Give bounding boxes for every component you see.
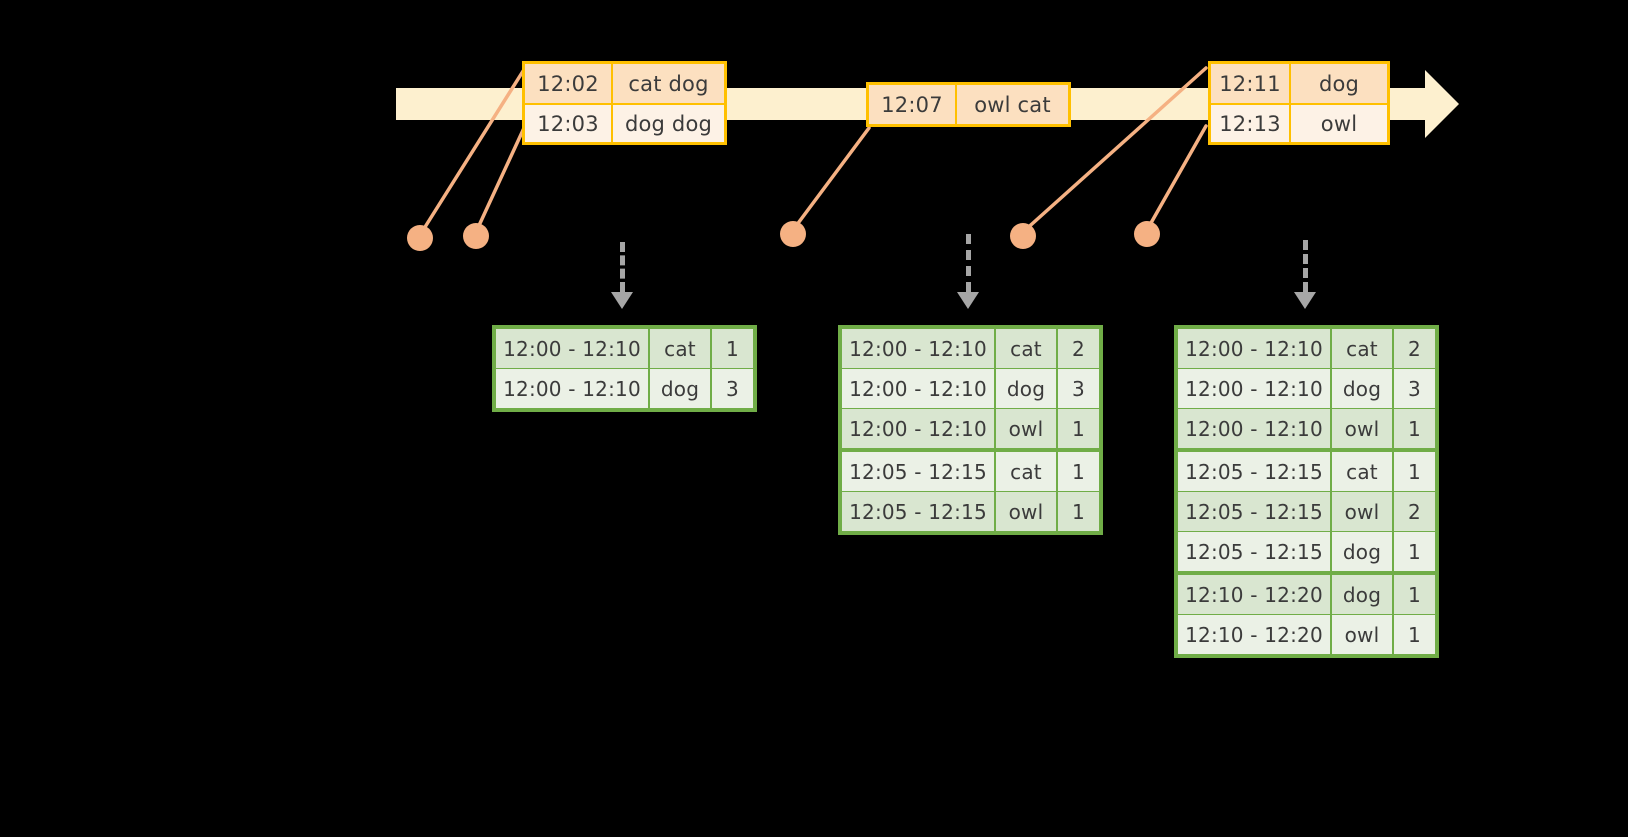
cell-word: owl (1332, 409, 1392, 448)
cell-window: 12:05 - 12:15 (1178, 532, 1330, 571)
cell-count: 1 (1394, 409, 1435, 448)
cell-word: cat (996, 452, 1056, 491)
timeline-event-group-1: 12:02 cat dog 12:03 dog dog (522, 61, 727, 145)
cell-word: owl (996, 492, 1056, 531)
timeline-event-row: 12:03 dog dog (525, 103, 724, 142)
timeline-event-row: 12:13 owl (1211, 103, 1387, 142)
cell-word: owl (996, 409, 1056, 448)
cell-count: 1 (1394, 532, 1435, 571)
cell-window: 12:00 - 12:10 (842, 329, 994, 368)
cell-window: 12:05 - 12:15 (1178, 492, 1330, 531)
cell-word: owl (1332, 615, 1392, 654)
cell-word: dog (1332, 575, 1392, 614)
timeline-event-row: 12:02 cat dog (525, 64, 724, 103)
cell-word: dog (1332, 532, 1392, 571)
cell-window: 12:00 - 12:10 (1178, 329, 1330, 368)
event-words: owl cat (955, 85, 1068, 124)
cell-window: 12:05 - 12:15 (1178, 452, 1330, 491)
event-marker-dot (1010, 223, 1036, 249)
cell-count: 1 (1058, 452, 1099, 491)
event-time: 12:13 (1211, 105, 1289, 142)
cell-count: 2 (1058, 329, 1099, 368)
timeline-arrow-icon (1425, 70, 1459, 138)
cell-word: cat (650, 329, 710, 368)
cell-window: 12:10 - 12:20 (1178, 615, 1330, 654)
cell-window: 12:00 - 12:10 (496, 369, 648, 408)
cell-window: 12:05 - 12:15 (842, 492, 994, 531)
event-words: owl (1289, 105, 1387, 142)
cell-word: dog (1332, 369, 1392, 408)
event-time: 12:07 (869, 85, 955, 124)
event-marker-dot (463, 223, 489, 249)
cell-word: cat (1332, 329, 1392, 368)
timeline-event-group-2: 12:07 owl cat (866, 82, 1071, 127)
cell-window: 12:10 - 12:20 (1178, 575, 1330, 614)
cell-count: 1 (1394, 452, 1435, 491)
event-words: cat dog (611, 64, 724, 103)
cell-count: 2 (1394, 329, 1435, 368)
cell-count: 1 (1394, 575, 1435, 614)
event-marker-dot (407, 225, 433, 251)
event-time: 12:03 (525, 105, 611, 142)
cell-window: 12:00 - 12:10 (1178, 369, 1330, 408)
event-marker-dot (1134, 221, 1160, 247)
timeline-event-row: 12:11 dog (1211, 64, 1387, 103)
cell-count: 1 (1058, 409, 1099, 448)
timeline-event-group-3: 12:11 dog 12:13 owl (1208, 61, 1390, 145)
event-time: 12:11 (1211, 64, 1289, 103)
cell-count: 2 (1394, 492, 1435, 531)
cell-count: 3 (712, 369, 753, 408)
event-time: 12:02 (525, 64, 611, 103)
cell-word: cat (996, 329, 1056, 368)
cell-count: 3 (1394, 369, 1435, 408)
cell-word: dog (650, 369, 710, 408)
cell-window: 12:00 - 12:10 (842, 409, 994, 448)
event-words: dog (1289, 64, 1387, 103)
cell-window: 12:00 - 12:10 (842, 369, 994, 408)
cell-window: 12:05 - 12:15 (842, 452, 994, 491)
cell-count: 1 (712, 329, 753, 368)
cell-count: 3 (1058, 369, 1099, 408)
event-words: dog dog (611, 105, 724, 142)
cell-count: 1 (1394, 615, 1435, 654)
cell-word: owl (1332, 492, 1392, 531)
cell-window: 12:00 - 12:10 (496, 329, 648, 368)
cell-word: dog (996, 369, 1056, 408)
cell-window: 12:00 - 12:10 (1178, 409, 1330, 448)
event-marker-dot (780, 221, 806, 247)
timeline-event-row: 12:07 owl cat (869, 85, 1068, 124)
cell-word: cat (1332, 452, 1392, 491)
cell-count: 1 (1058, 492, 1099, 531)
